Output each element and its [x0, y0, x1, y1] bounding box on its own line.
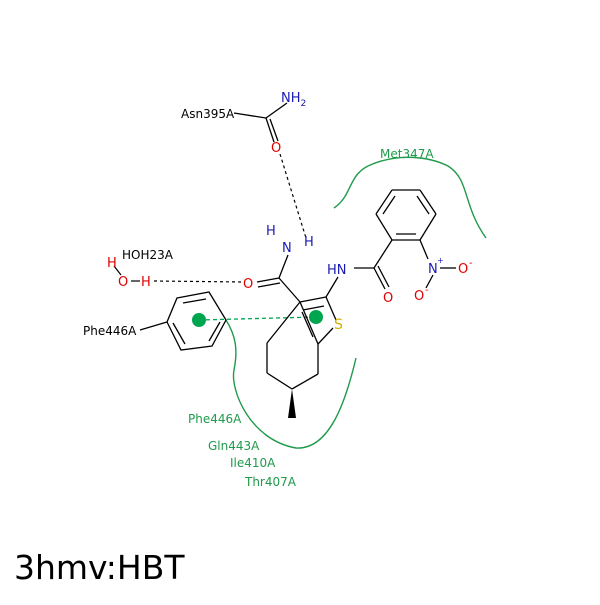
amide-h-upper-label: H — [266, 224, 276, 239]
met347-label: Met347A — [380, 147, 434, 161]
methyl-wedge-bond — [288, 389, 296, 418]
phe-gln-ile-thr-contact-arc — [225, 319, 357, 449]
phe446-ring — [139, 291, 227, 351]
hoh23-label: HOH23A — [122, 248, 174, 262]
carbonyl-oxygen-label: O — [243, 277, 253, 292]
thiophene-ring-centroid — [309, 310, 323, 324]
nitro-oxygen-bottom-label: O — [414, 289, 424, 304]
pi-stacking-line — [198, 316, 317, 321]
nitro-oxygen-right-label: O — [458, 262, 468, 277]
nitro-nitrogen-label: N — [428, 262, 438, 277]
thr407-label: Thr407A — [244, 475, 297, 489]
asn-nh2-label: NH2 — [281, 91, 306, 109]
met347-contact-arc — [333, 156, 487, 239]
water-h-label: H — [141, 275, 151, 290]
nitro-plus-charge: + — [437, 256, 444, 265]
gln443-label: Gln443A — [208, 439, 260, 453]
asn395-sidechain — [233, 102, 288, 143]
nitro-minus-right: - — [469, 258, 473, 269]
water-bond-a — [113, 265, 122, 276]
phe446-left-label: Phe446A — [83, 324, 137, 338]
water-oxygen-label: O — [118, 275, 128, 290]
nitro-minus-bottom: - — [425, 285, 429, 296]
link-oxygen-label: O — [383, 291, 393, 306]
phe-ring-centroid — [192, 313, 206, 327]
phe446-bottom-label: Phe446A — [188, 412, 242, 426]
ile410-label: Ile410A — [230, 456, 276, 470]
link-nh-label: HN — [327, 263, 347, 278]
complex-title: 3hmv:HBT — [14, 548, 185, 587]
hydrogen-bonds — [153, 153, 307, 283]
asn395-label: Asn395A — [181, 107, 235, 121]
ligand-bonds — [256, 189, 456, 390]
asn-oxygen-label: O — [271, 141, 281, 156]
water-h-top-label: H — [107, 256, 117, 271]
amide-nitrogen-label: N — [282, 241, 292, 256]
thiophene-sulfur-label: S — [334, 317, 343, 333]
amide-h-right-label: H — [304, 235, 314, 250]
